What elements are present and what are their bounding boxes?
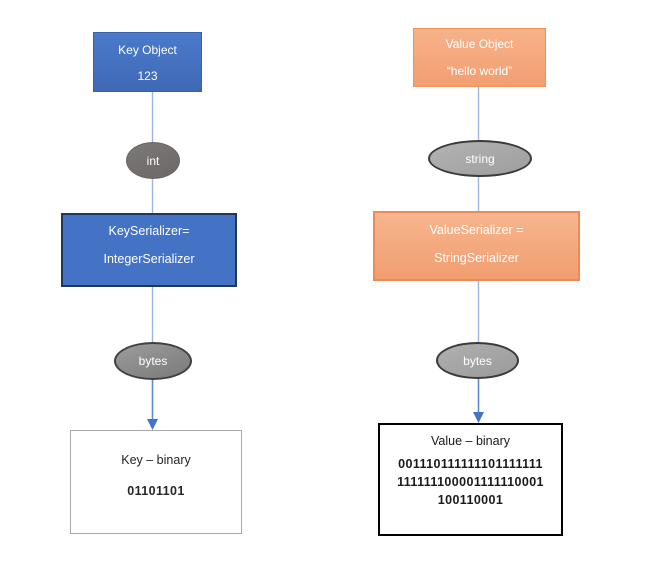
binary-line: 100110001 bbox=[437, 493, 504, 507]
key-serializer-line2: IntegerSerializer bbox=[103, 252, 195, 266]
key-serializer-line1: KeySerializer= bbox=[108, 224, 190, 238]
key-object-title: Key Object bbox=[118, 43, 177, 57]
value-bytes-label: bytes bbox=[463, 353, 492, 368]
key-serializer-box: KeySerializer= IntegerSerializer bbox=[61, 213, 237, 287]
binary-line: 01101101 bbox=[127, 484, 185, 498]
value-serializer-box: ValueSerializer = StringSerializer bbox=[373, 211, 580, 281]
arrow-down-icon bbox=[147, 419, 158, 430]
value-object-box: Value Object “hello world” bbox=[413, 28, 546, 87]
binary-line: 111111100001111110001 bbox=[397, 475, 544, 489]
key-binary-title: Key – binary bbox=[121, 453, 191, 467]
key-type-label: int bbox=[146, 153, 160, 168]
arrow-down-icon bbox=[473, 412, 484, 423]
value-type-label: string bbox=[465, 151, 495, 166]
key-bytes-ellipse: bytes bbox=[114, 342, 192, 380]
value-bytes-ellipse: bytes bbox=[436, 342, 519, 379]
key-binary-box: Key – binary 01101101 bbox=[70, 430, 242, 534]
value-binary-title: Value – binary bbox=[431, 434, 510, 448]
value-serializer-line2: StringSerializer bbox=[434, 251, 519, 265]
value-type-ellipse: string bbox=[428, 140, 532, 177]
binary-line: 001110111111101111111 bbox=[398, 457, 543, 471]
key-bytes-label: bytes bbox=[138, 354, 168, 368]
value-object-value: “hello world” bbox=[446, 64, 513, 78]
key-type-ellipse: int bbox=[126, 142, 180, 179]
value-serializer-line1: ValueSerializer = bbox=[429, 223, 524, 237]
key-object-box: Key Object 123 bbox=[93, 32, 202, 92]
key-object-value: 123 bbox=[137, 69, 158, 83]
value-binary-box: Value – binary 001110111111101111111 111… bbox=[378, 423, 563, 536]
value-object-title: Value Object bbox=[445, 37, 514, 51]
